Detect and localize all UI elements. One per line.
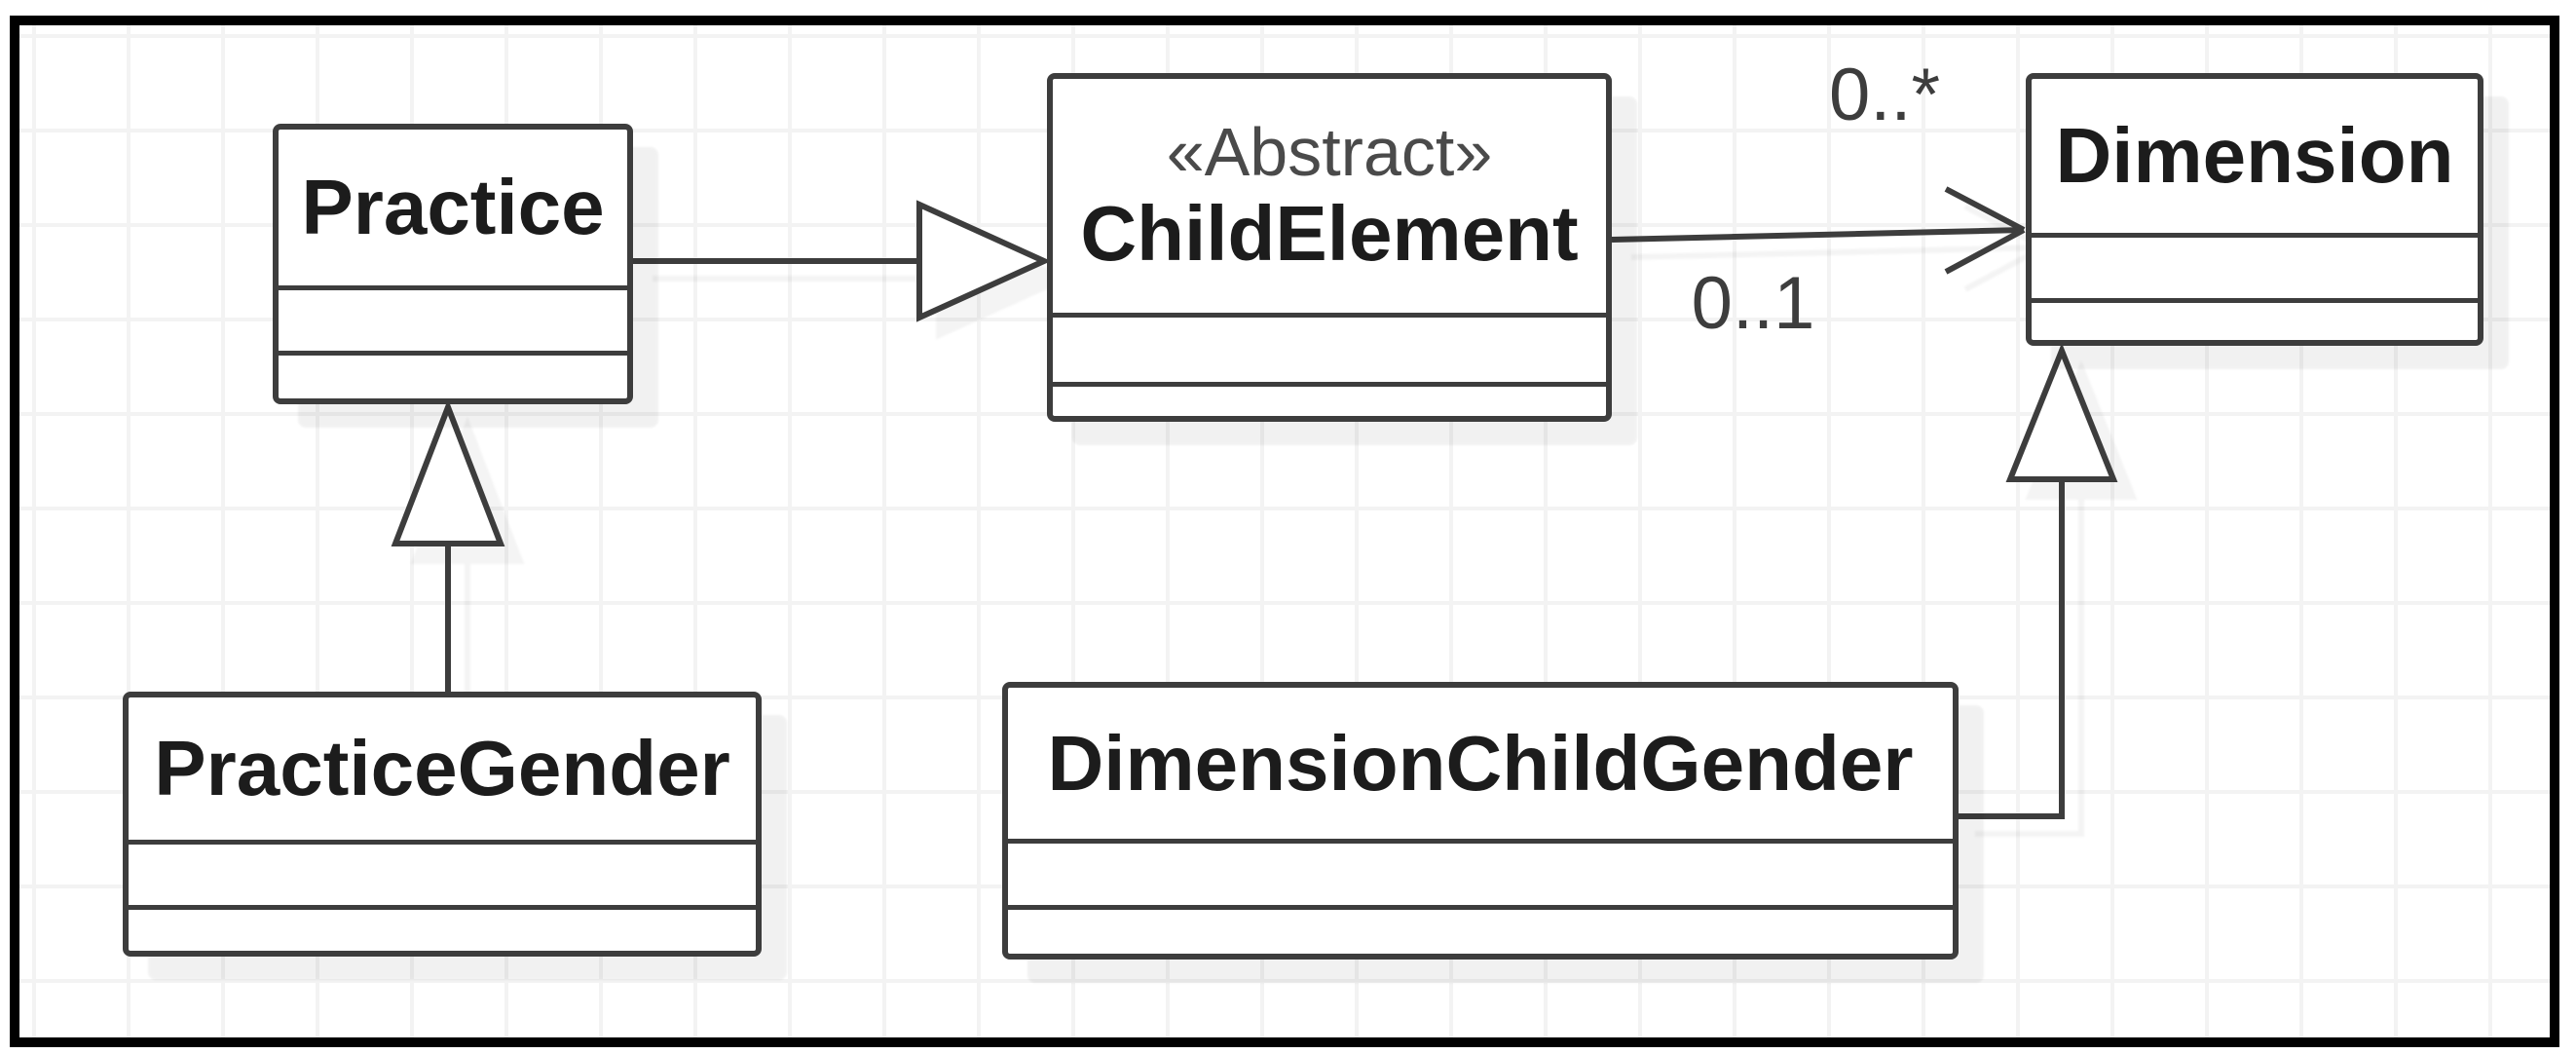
class-name-label: Dimension [2055,112,2454,200]
operations-compartment [2032,298,2478,340]
edge-association-childelement-to-dimension[interactable] [1611,186,2026,275]
multiplicity-label-lower: 0..1 [1691,262,1815,345]
operations-compartment [1053,382,1606,416]
hollow-triangle-arrowhead-icon [2005,342,2118,482]
attributes-compartment [1008,839,1953,905]
class-name-label: DimensionChildGender [1047,719,1914,807]
class-name-label: ChildElement [1080,190,1579,278]
name-compartment: Practice [279,130,627,285]
operations-compartment [129,905,756,951]
class-box-childelement[interactable]: «Abstract» ChildElement [1047,73,1612,422]
name-compartment: PracticeGender [129,697,756,840]
class-name-label: PracticeGender [154,725,730,812]
class-name-label: Practice [301,164,605,251]
hollow-triangle-arrowhead-icon [391,398,505,546]
operations-compartment [279,351,627,398]
open-arrowhead-icon [1944,186,2026,275]
name-compartment: «Abstract» ChildElement [1053,79,1606,313]
name-compartment: DimensionChildGender [1008,688,1953,839]
class-box-practice[interactable]: Practice [273,124,633,404]
class-box-dimensionchildgender[interactable]: DimensionChildGender [1002,682,1959,960]
multiplicity-label-upper: 0..* [1828,54,1941,136]
edge-generalization-practicegender-to-practice[interactable] [391,398,505,694]
attributes-compartment [2032,233,2478,298]
edge-generalization-dimensionchildgender-to-dimension[interactable] [1956,342,2118,819]
attributes-compartment [279,285,627,351]
attributes-compartment [129,840,756,905]
name-compartment: Dimension [2032,79,2478,233]
class-box-dimension[interactable]: Dimension [2026,73,2483,346]
attributes-compartment [1053,313,1606,382]
operations-compartment [1008,905,1953,954]
hollow-triangle-arrowhead-icon [916,200,1052,322]
class-box-practicegender[interactable]: PracticeGender [123,692,762,957]
edge-generalization-practice-to-childelement[interactable] [633,200,1052,322]
stereotype-label: «Abstract» [1166,114,1493,190]
